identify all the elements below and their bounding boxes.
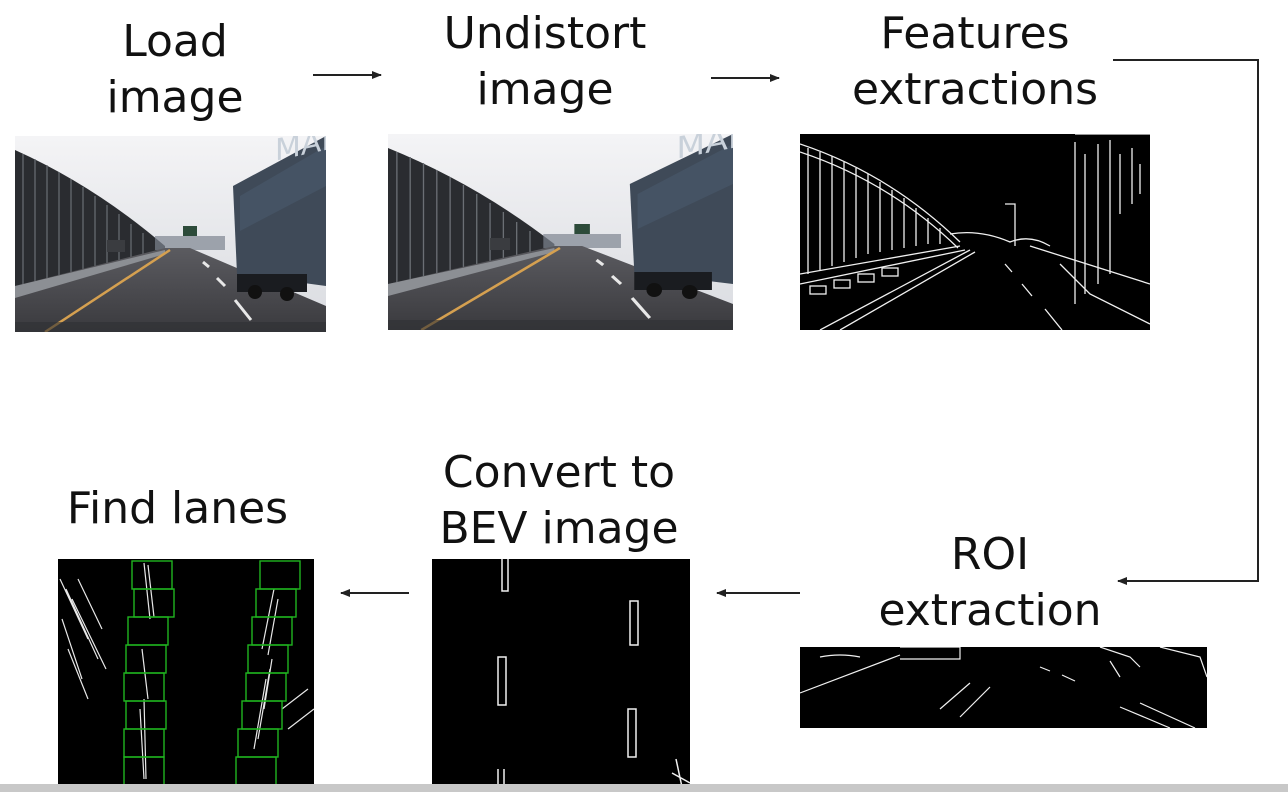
bev-image — [432, 559, 690, 787]
label-line: Undistort — [443, 8, 647, 59]
step-label-bev: Convert to BEV image — [430, 445, 688, 557]
edge-map — [800, 134, 1150, 330]
roi-crop — [800, 647, 1207, 728]
label-line: extraction — [878, 585, 1102, 636]
label-line: BEV image — [439, 503, 679, 554]
label-line: Load — [122, 16, 228, 67]
road-photo: MAE — [15, 136, 326, 332]
bottom-edge-bar — [0, 784, 1288, 792]
label-line: image — [106, 72, 244, 123]
step-label-load: Load image — [95, 14, 255, 126]
step-label-features: Features extractions — [845, 6, 1105, 118]
label-line: Features — [880, 8, 1070, 59]
lanes-image — [58, 559, 314, 787]
label-line: Find lanes — [66, 483, 289, 534]
label-line: extractions — [851, 64, 1099, 115]
step-label-undistort: Undistort image — [425, 6, 665, 118]
arrow-features-to-roi — [1113, 59, 1259, 585]
undistorted-photo: MAE — [388, 134, 733, 330]
label-line: image — [476, 64, 614, 115]
label-line: ROI — [950, 529, 1030, 580]
step-label-roi: ROI extraction — [870, 527, 1110, 639]
step-label-lanes: Find lanes — [55, 481, 300, 537]
label-line: Convert to — [442, 447, 676, 498]
